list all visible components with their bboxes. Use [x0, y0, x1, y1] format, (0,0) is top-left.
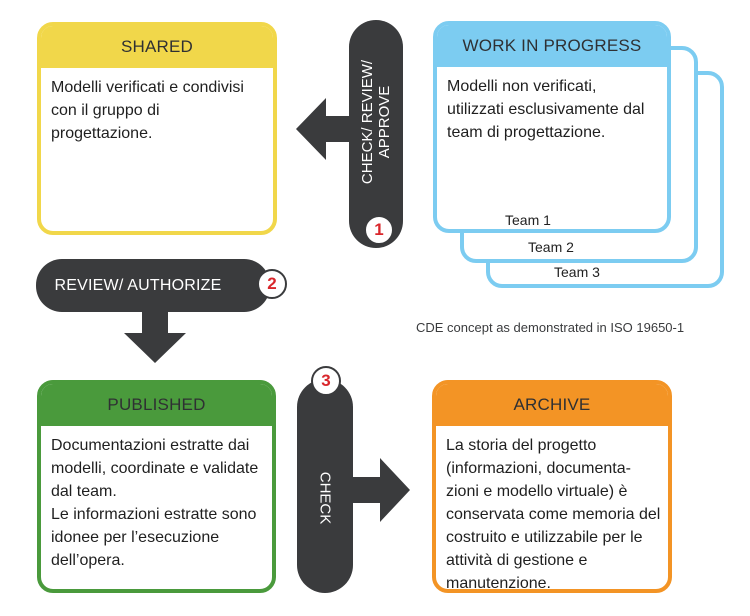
wip-box: WORK IN PROGRESS Modelli non verificati,… — [433, 21, 671, 233]
step-number-3: 3 — [311, 366, 341, 396]
archive-title: ARCHIVE — [436, 384, 668, 426]
check-step: CHECK — [297, 379, 353, 593]
arrow-to-archive-icon — [352, 458, 410, 522]
team-1-label: Team 1 — [505, 212, 551, 228]
step-number-2: 2 — [257, 269, 287, 299]
caption: CDE concept as demonstrated in ISO 19650… — [416, 320, 685, 335]
step-number-1: 1 — [364, 215, 394, 245]
wip-title: WORK IN PROGRESS — [437, 25, 667, 67]
arrow-to-published-icon — [124, 311, 186, 363]
check-review-approve-step: CHECK/ REVIEW/ APPROVE — [349, 20, 403, 248]
published-box: PUBLISHED Documentazioni estratte dai mo… — [37, 380, 276, 593]
team-2-label: Team 2 — [528, 239, 574, 255]
archive-text: La storia del progetto (informazioni, do… — [446, 437, 661, 592]
review-authorize-step: REVIEW/ AUTHORIZE — [36, 259, 270, 312]
shared-text: Modelli verificati e condivisi con il gr… — [51, 79, 244, 142]
check-review-approve-label-line2: APPROVE — [376, 85, 393, 159]
wip-text: Modelli non verificati, utilizzati esclu… — [447, 78, 645, 141]
shared-box: SHARED Modelli verificati e condivisi co… — [37, 22, 277, 235]
review-authorize-label: REVIEW/ AUTHORIZE — [54, 276, 222, 294]
archive-box: ARCHIVE La storia del progetto (informaz… — [432, 380, 672, 593]
arrow-to-shared-icon — [296, 98, 352, 160]
shared-title: SHARED — [41, 26, 273, 68]
team-3-label: Team 3 — [554, 264, 600, 280]
check-review-approve-label: CHECK/ REVIEW/ APPROVE — [359, 60, 393, 184]
check-review-approve-label-line1: CHECK/ REVIEW/ — [359, 59, 376, 185]
check-label: CHECK — [316, 471, 334, 525]
published-title: PUBLISHED — [41, 384, 272, 426]
published-text: Documentazioni estratte dai modelli, coo… — [51, 437, 259, 569]
